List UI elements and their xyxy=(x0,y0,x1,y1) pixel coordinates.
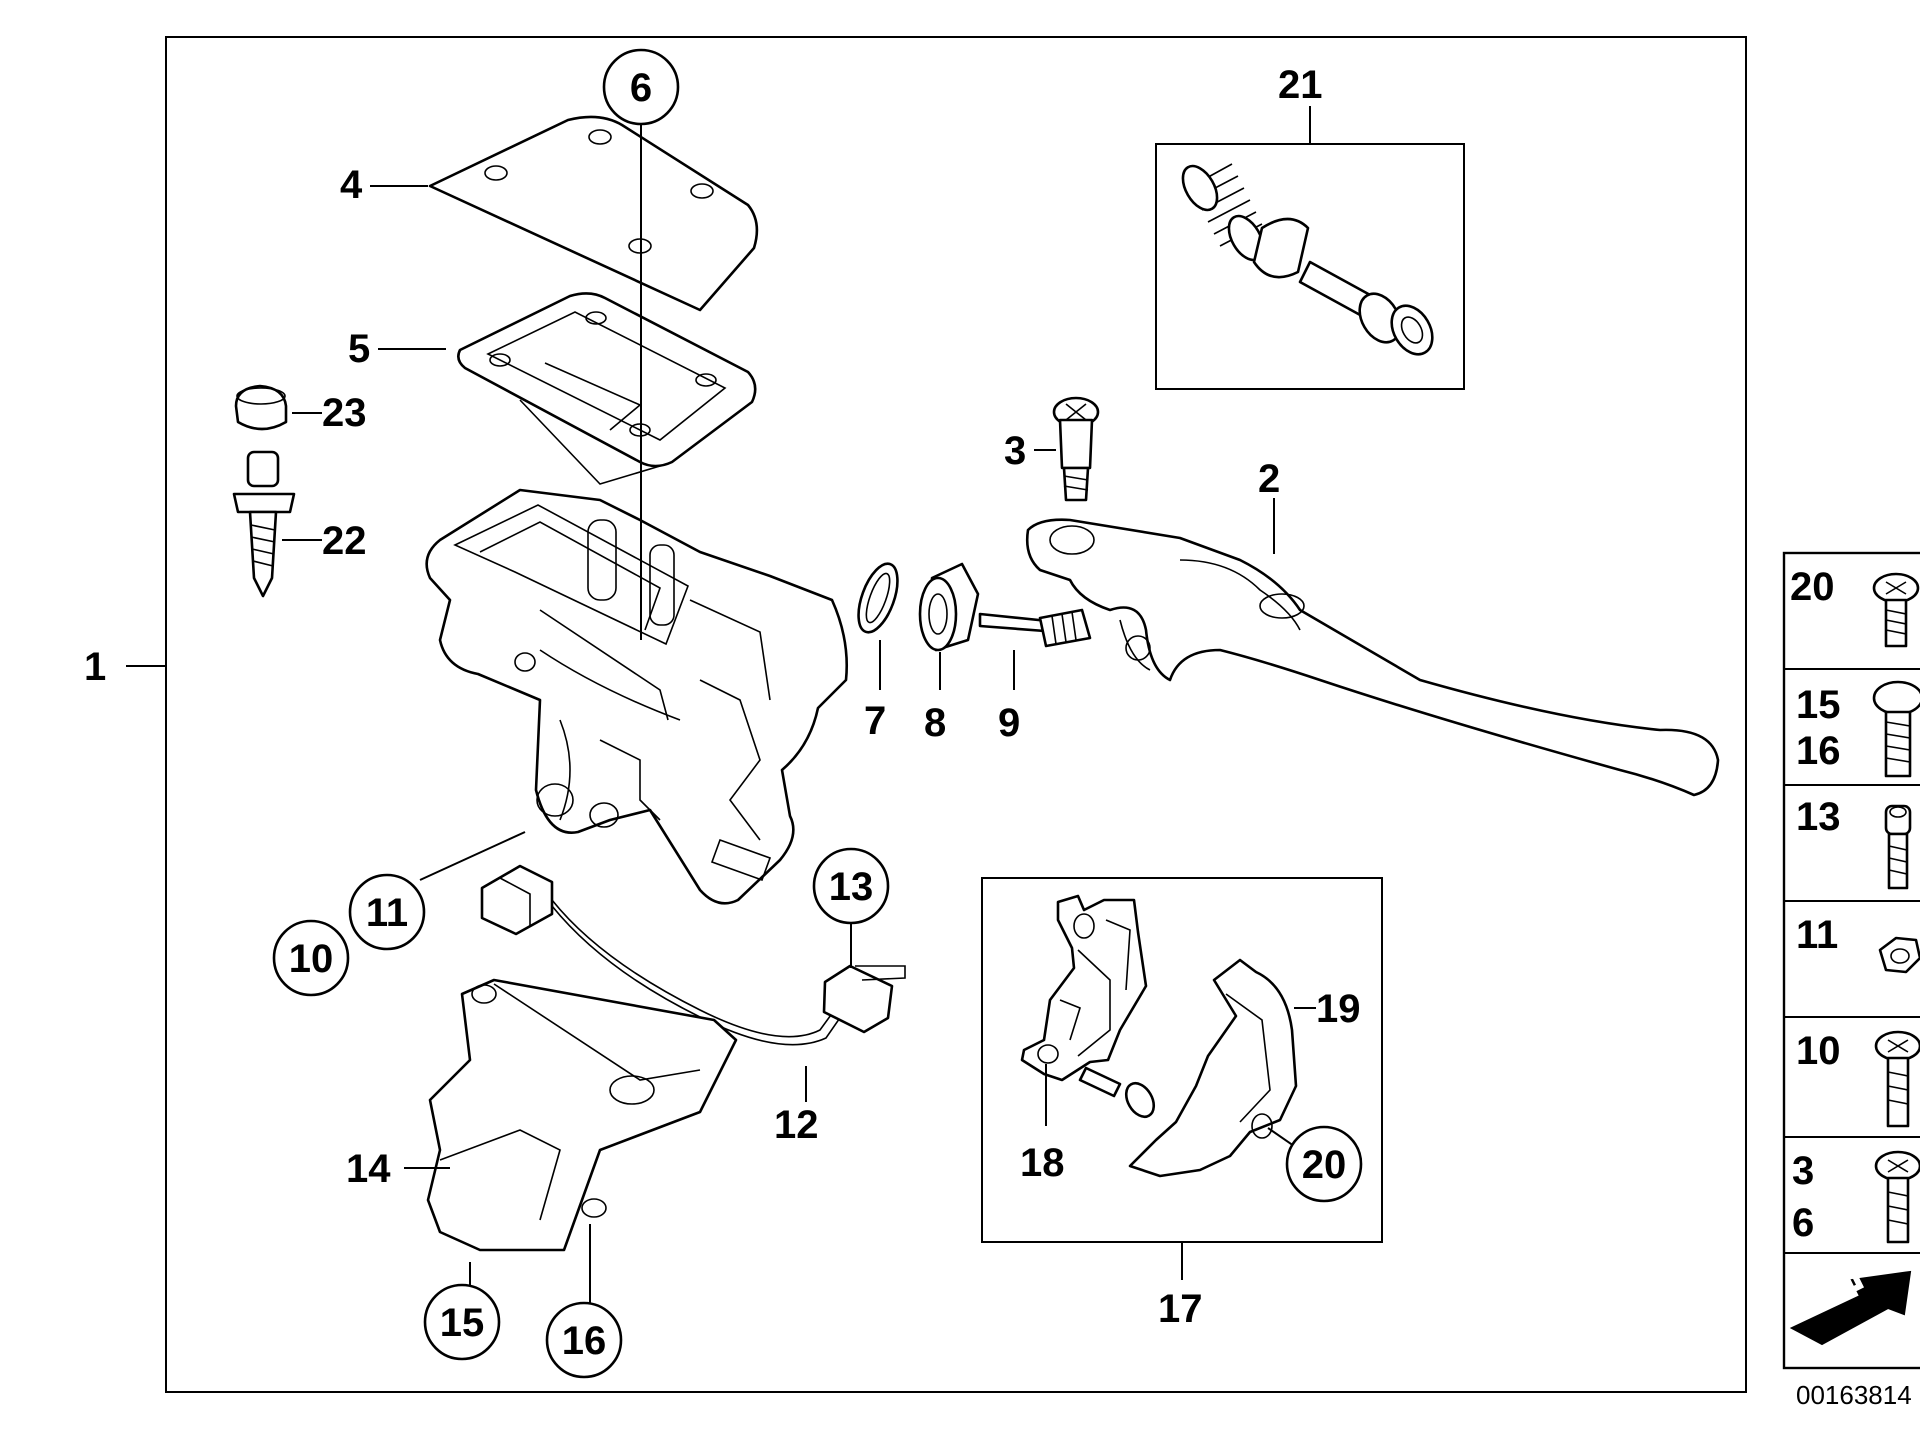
circlip-part xyxy=(857,562,899,634)
callout-2: 2 xyxy=(1258,457,1280,501)
callout-23: 23 xyxy=(322,391,367,435)
callout-6: 6 xyxy=(630,66,652,110)
callout-9: 9 xyxy=(998,701,1020,745)
callout-15-circle: 15 xyxy=(423,1283,501,1361)
callout-6-circle: 6 xyxy=(602,48,680,126)
legend-label-6: 6 xyxy=(1792,1201,1814,1245)
legend-label-15: 15 xyxy=(1796,683,1841,727)
legend-label-11: 11 xyxy=(1796,913,1838,957)
callout-15: 15 xyxy=(440,1301,485,1345)
long-screw-icon xyxy=(1872,680,1920,778)
callout-5: 5 xyxy=(348,327,370,371)
legend-label-10: 10 xyxy=(1796,1029,1841,1073)
callout-18: 18 xyxy=(1020,1141,1065,1185)
legend-label-3: 3 xyxy=(1792,1149,1814,1193)
callout-8: 8 xyxy=(924,701,946,745)
callout-20: 20 xyxy=(1302,1143,1347,1187)
callout-14: 14 xyxy=(346,1147,391,1191)
phillips-screw-icon xyxy=(1872,572,1920,648)
cover-part xyxy=(428,115,759,312)
master-cylinder-body xyxy=(425,488,849,905)
legend-label-16: 16 xyxy=(1796,729,1841,773)
hex-nut-icon xyxy=(1878,936,1920,974)
piston-kit-part xyxy=(1181,163,1434,356)
callout-20-circle: 20 xyxy=(1285,1125,1363,1203)
legend-label-20: 20 xyxy=(1790,565,1835,609)
phillips-screw-icon xyxy=(1874,1150,1920,1244)
phillips-bolt-icon xyxy=(1874,1030,1920,1128)
callout-7: 7 xyxy=(864,699,886,743)
callout-10: 10 xyxy=(289,937,334,981)
callout-22: 22 xyxy=(322,519,367,563)
callout-21: 21 xyxy=(1278,63,1323,107)
switch-bracket-part xyxy=(1020,894,1148,1082)
callout-4: 4 xyxy=(340,163,363,207)
callout-16-circle: 16 xyxy=(545,1301,623,1379)
legend-label-13: 13 xyxy=(1796,795,1841,839)
callout-19: 19 xyxy=(1316,987,1361,1031)
callout-17: 17 xyxy=(1158,1287,1203,1331)
switch-cover-part xyxy=(1128,958,1298,1178)
callout-12: 12 xyxy=(774,1103,819,1147)
lower-cover-part xyxy=(426,978,738,1252)
drawing-number: 00163814 xyxy=(1796,1380,1912,1410)
callout-13: 13 xyxy=(829,865,874,909)
callout-16: 16 xyxy=(562,1319,607,1363)
cap-part xyxy=(234,384,288,431)
bush-part xyxy=(918,562,980,652)
brake-light-switch-part xyxy=(480,864,906,1046)
callout-1: 1 xyxy=(84,645,106,689)
socket-head-screw-icon xyxy=(1884,804,1912,890)
push-rod-part xyxy=(978,608,1092,648)
callout-10-circle: 10 xyxy=(272,919,350,997)
pivot-bolt-part xyxy=(1052,396,1100,502)
callout-13-circle: 13 xyxy=(812,847,890,925)
diaphragm-part xyxy=(457,292,757,485)
bracket-screw-part xyxy=(1078,1066,1156,1119)
main-frame xyxy=(165,36,1747,1393)
callout-11: 11 xyxy=(366,891,408,935)
fastener-legend: 20 15 16 13 11 10 3 6 xyxy=(1782,551,1920,1370)
brake-lever-part xyxy=(1025,518,1720,797)
direction-arrow-icon xyxy=(1789,1259,1912,1346)
callout-3: 3 xyxy=(1004,429,1026,473)
bleed-screw-part xyxy=(232,450,296,598)
callout-11-circle: 11 xyxy=(348,873,426,951)
